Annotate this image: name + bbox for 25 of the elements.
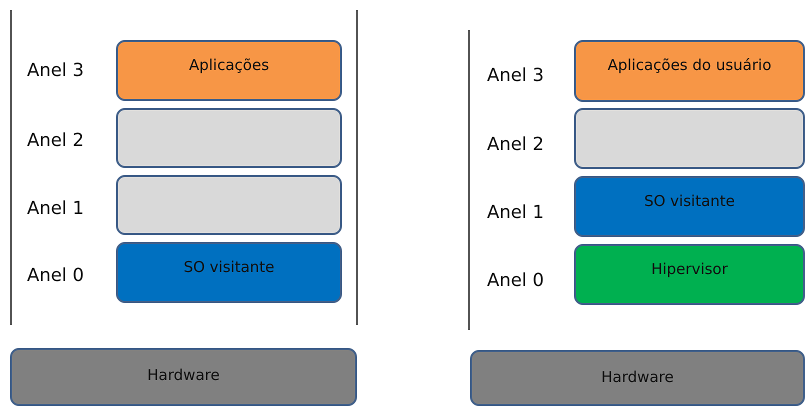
ring-layer-box (116, 242, 342, 303)
layer-label: Hardware (601, 368, 674, 386)
empty-ring-box (574, 108, 805, 169)
ring-label: Anel 0 (487, 270, 544, 291)
ring-layer-box (574, 40, 805, 102)
ring-label: Anel 2 (487, 134, 544, 155)
layer-label: Aplicações do usuário (608, 56, 772, 74)
hardware-layer-box (470, 350, 805, 406)
ring-label: Anel 3 (487, 65, 544, 86)
layer-label: Hardware (147, 366, 220, 384)
ring-layer-box (574, 176, 805, 237)
ring-label: Anel 0 (27, 265, 84, 286)
ring-label: Anel 2 (27, 130, 84, 151)
empty-ring-box (116, 108, 342, 168)
layer-label: SO visitante (644, 192, 735, 210)
empty-ring-box (116, 175, 342, 235)
ring-label: Anel 3 (27, 60, 84, 81)
hardware-layer-box (10, 348, 357, 406)
ring-layer-box (574, 244, 805, 305)
ring-label: Anel 1 (487, 202, 544, 223)
ring-label: Anel 1 (27, 198, 84, 219)
layer-label: Hipervisor (651, 260, 728, 278)
ring-layer-box (116, 40, 342, 101)
layer-label: Aplicações (188, 56, 270, 74)
layer-label: SO visitante (184, 258, 274, 276)
